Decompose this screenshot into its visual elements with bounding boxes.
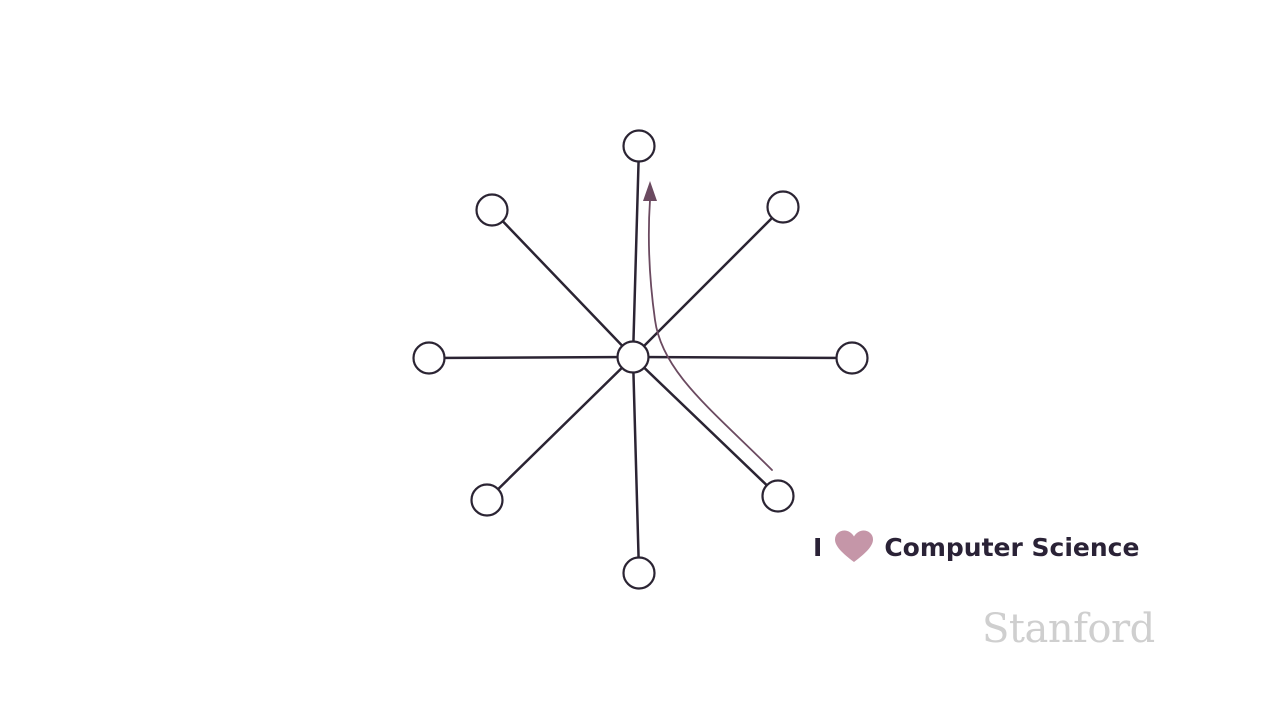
edge-south (631, 355, 641, 575)
edge-north-west (490, 208, 635, 359)
node-north-west (475, 193, 509, 227)
course-tagline: I Computer Science (813, 527, 1139, 567)
stanford-wordmark: Stanford (982, 606, 1155, 652)
arrow-head-icon (643, 181, 657, 201)
edge-west (427, 355, 635, 360)
node-north (622, 129, 656, 163)
node-south (622, 556, 656, 590)
node-north-east (766, 190, 800, 224)
edge-east (631, 355, 854, 360)
edge-north-east (631, 205, 785, 359)
node-east (835, 341, 869, 375)
edge-north (631, 144, 641, 359)
heart-icon (834, 530, 874, 564)
tagline-suffix: Computer Science (884, 532, 1140, 562)
node-south-west (470, 483, 504, 517)
node-west (412, 341, 446, 375)
edge-south-east (631, 355, 780, 498)
node-south-east (761, 479, 795, 513)
tagline-prefix: I (813, 532, 823, 562)
edge-south-west (485, 355, 635, 502)
node-hub (616, 340, 650, 374)
path-arrow (647, 199, 773, 471)
